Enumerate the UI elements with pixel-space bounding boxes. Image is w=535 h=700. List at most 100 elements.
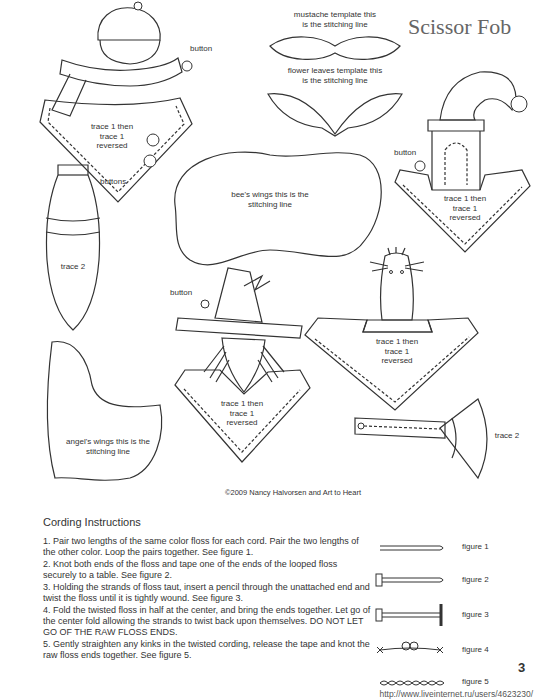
outline bbox=[215, 268, 262, 322]
outline-drawing bbox=[300, 246, 482, 414]
folded-floss bbox=[380, 648, 440, 650]
outline bbox=[440, 72, 516, 120]
instruction-step: 4. Fold the twisted floss in half at the… bbox=[43, 605, 373, 638]
fold-loop bbox=[402, 642, 410, 650]
button-label: button bbox=[190, 44, 230, 54]
snowman-template: trace 1 then trace 1 reversed bbox=[35, 0, 197, 205]
outline bbox=[244, 276, 270, 290]
floss bbox=[382, 613, 440, 617]
outline bbox=[47, 342, 161, 481]
outline-drawing bbox=[35, 0, 197, 205]
figure-label: figure 1 bbox=[462, 542, 512, 552]
outline bbox=[270, 37, 400, 59]
outline bbox=[46, 218, 100, 235]
outline-drawing bbox=[388, 58, 533, 263]
template-label: trace 1 then trace 1 reversed bbox=[91, 122, 134, 151]
instruction-step: 3. Holding the strands of floss taut, in… bbox=[43, 582, 373, 604]
figure-4-drawing bbox=[377, 642, 443, 653]
tape bbox=[376, 574, 382, 586]
button-circle bbox=[401, 271, 404, 274]
outline bbox=[428, 120, 484, 131]
twisted-cord bbox=[380, 681, 444, 685]
outline bbox=[100, 40, 160, 64]
figure-label: figure 5 bbox=[462, 677, 512, 687]
instruction-step: 1. Pair two lengths of the same color fl… bbox=[43, 536, 373, 558]
watermark: http://www.liveinternet.ru/users/4623230… bbox=[300, 689, 533, 700]
figure-label: figure 4 bbox=[462, 645, 512, 655]
outline bbox=[222, 338, 265, 392]
outline bbox=[370, 262, 424, 271]
template-label: trace 2 bbox=[51, 262, 95, 272]
button-circle bbox=[201, 300, 209, 308]
stitch-line bbox=[184, 389, 300, 452]
template-label: mustache template this is the stitching … bbox=[292, 10, 378, 29]
section-heading: Cording Instructions bbox=[43, 516, 243, 530]
outline-drawing bbox=[42, 158, 104, 333]
button-circle bbox=[358, 423, 364, 429]
button-label: button bbox=[394, 148, 428, 158]
page-number: 3 bbox=[518, 660, 532, 676]
tape bbox=[376, 609, 382, 621]
outline bbox=[204, 346, 284, 382]
outline bbox=[46, 165, 99, 330]
stitch-line bbox=[315, 337, 469, 402]
mustache-template: mustache template this is the stitching … bbox=[262, 8, 407, 66]
outline bbox=[381, 253, 414, 320]
button-circle bbox=[147, 134, 159, 146]
angel-wings-template: angel's wings this is the stitching line bbox=[42, 335, 167, 485]
outline bbox=[175, 152, 382, 265]
outline bbox=[395, 170, 530, 252]
mouse-template: trace 1 then trace 1 reversed bbox=[300, 246, 482, 414]
bee-wings-template: bee's wings this is the stitching line bbox=[165, 140, 390, 280]
button-label: button bbox=[170, 288, 204, 298]
pencil bbox=[440, 604, 443, 626]
twisted-cord bbox=[380, 681, 444, 685]
outline bbox=[388, 247, 405, 255]
button-circle bbox=[415, 161, 425, 171]
template-label: trace 1 then trace 1 reversed bbox=[221, 399, 264, 428]
outline-drawing bbox=[262, 64, 407, 140]
outline bbox=[452, 418, 456, 458]
floss-loop bbox=[380, 546, 443, 550]
template-label: trace 1 then trace 1 reversed bbox=[444, 194, 487, 223]
outline bbox=[176, 318, 302, 338]
outline-drawing bbox=[42, 335, 167, 485]
template-label: trace 1 then trace 1 reversed bbox=[376, 337, 419, 366]
vase-template: trace 2 bbox=[42, 158, 104, 333]
page-title: Scissor Fob bbox=[408, 14, 511, 40]
outline bbox=[363, 320, 432, 332]
outline bbox=[60, 58, 182, 86]
copyright-note: ©2009 Nancy Halvorsen and Art to Heart bbox=[225, 488, 425, 497]
outline bbox=[268, 94, 402, 136]
knots bbox=[377, 647, 443, 653]
outline bbox=[40, 98, 192, 202]
button-circle bbox=[144, 155, 156, 167]
template-label: trace 2 bbox=[488, 431, 526, 441]
outline-drawing bbox=[165, 140, 390, 280]
strap-template: trace 2 bbox=[345, 392, 533, 482]
button-label: buttons bbox=[100, 177, 138, 187]
figure-5-drawing bbox=[380, 681, 444, 685]
outline bbox=[175, 370, 310, 462]
stitch-line bbox=[403, 185, 522, 244]
outline bbox=[52, 74, 86, 116]
outline bbox=[305, 318, 478, 410]
figure-1-drawing bbox=[380, 546, 443, 550]
template-label: angel's wings this is the stitching line bbox=[56, 437, 160, 456]
figure-label: figure 2 bbox=[462, 575, 512, 585]
button-circle bbox=[182, 61, 192, 71]
template-label: flower leaves template this is the stitc… bbox=[287, 66, 383, 85]
stitch-line bbox=[445, 143, 467, 185]
figure-3-drawing bbox=[376, 604, 441, 626]
santa-template: trace 1 then trace 1 reversed bbox=[388, 58, 533, 263]
instruction-step: 5. Gently straighten any kinks in the tw… bbox=[43, 639, 373, 661]
template-label: bee's wings this is the stitching line bbox=[222, 190, 318, 209]
outline bbox=[98, 8, 160, 40]
outline bbox=[355, 418, 445, 438]
instruction-step: 2. Knot both ends of the floss and tape … bbox=[43, 559, 373, 581]
button-circle bbox=[134, 2, 142, 10]
figure-label: figure 3 bbox=[462, 610, 512, 620]
outline bbox=[432, 131, 480, 190]
outline bbox=[58, 174, 88, 175]
